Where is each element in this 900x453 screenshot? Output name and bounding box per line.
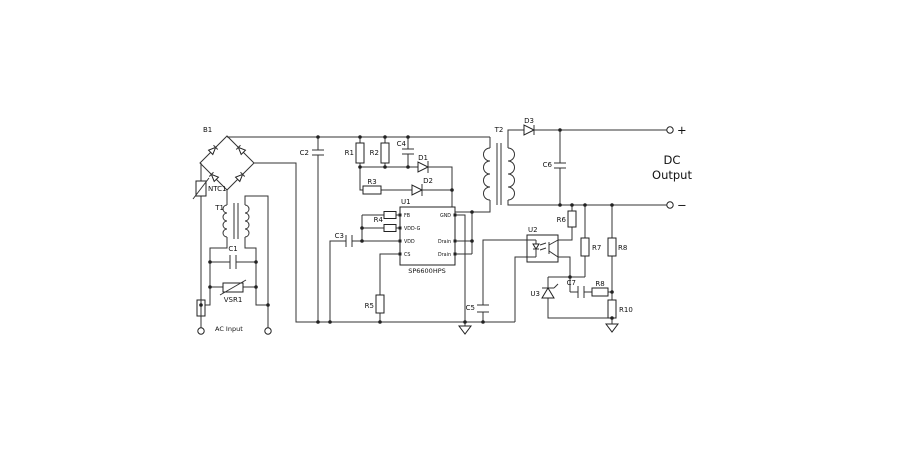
capacitor-c2 — [312, 149, 324, 156]
label-c3: C3 — [335, 232, 344, 240]
bridge-diode-icon — [234, 171, 246, 183]
label-c4: C4 — [397, 140, 407, 148]
ground-symbol-secondary — [605, 323, 619, 333]
junction-dots — [199, 128, 614, 324]
label-output: Output — [652, 168, 692, 182]
label-t1: T1 — [214, 204, 224, 212]
capacitor-c5 — [477, 304, 489, 313]
resistor-r5 — [375, 294, 385, 314]
ic-pin-gnd: GND — [440, 213, 451, 219]
ac-terminal-neutral — [264, 327, 272, 335]
label-d1: D1 — [418, 154, 428, 162]
label-c6: C6 — [543, 161, 553, 169]
label-r6: R6 — [557, 216, 567, 224]
label-d2: D2 — [423, 177, 433, 185]
optocoupler-u2 — [526, 234, 559, 263]
resistor-r6 — [567, 210, 577, 228]
ntc-thermistor-symbol — [192, 177, 210, 200]
dc-output-negative-terminal — [666, 201, 674, 209]
ac-terminal-live — [197, 327, 205, 335]
ic-u1-body — [399, 206, 456, 266]
label-r4: R4 — [374, 216, 384, 224]
label-d3: D3 — [524, 117, 534, 125]
label-dc: DC — [664, 153, 681, 167]
resistor-r3 — [362, 185, 382, 195]
ic-pin-fb: FB — [404, 213, 410, 219]
ground-symbol-primary — [458, 325, 472, 335]
capacitor-c6 — [554, 162, 566, 169]
wire-primary-input — [200, 163, 269, 328]
label-c7: C7 — [567, 279, 576, 287]
ic-pin-drain2: Drain — [438, 252, 451, 258]
label-r5: R5 — [365, 302, 374, 310]
label-r8-vertical: R8 — [618, 244, 627, 252]
capacitor-c7 — [577, 286, 585, 298]
bridge-diode-icon — [235, 144, 247, 156]
label-t2: T2 — [494, 126, 504, 134]
label-u2: U2 — [528, 226, 538, 234]
bridge-diode-icon — [208, 171, 220, 183]
label-ac-input: AC Input — [215, 325, 243, 333]
resistor-r4b — [383, 224, 397, 232]
diode-d1 — [417, 161, 430, 173]
ic-pin-cs: CS — [404, 252, 410, 258]
resistor-r10 — [607, 299, 617, 319]
label-r10: R10 — [619, 306, 633, 314]
label-part-number: SP6600HPS — [408, 267, 446, 275]
label-b1: B1 — [203, 126, 212, 134]
label-u3: U3 — [530, 290, 540, 298]
label-minus: − — [677, 198, 687, 212]
label-r3: R3 — [367, 178, 376, 186]
capacitor-c3 — [345, 235, 353, 247]
label-r8-horizontal: R8 — [595, 280, 604, 288]
resistor-r4 — [383, 211, 397, 219]
resistor-r8-vertical — [607, 237, 617, 257]
resistor-r7 — [580, 237, 590, 257]
fuse-symbol — [196, 299, 206, 317]
bridge-rectifier-outline — [199, 135, 255, 191]
dc-output-positive-terminal — [666, 126, 674, 134]
diode-d2 — [411, 184, 424, 196]
label-u1: U1 — [401, 198, 411, 206]
ic-pin-vddg: VDD-G — [404, 226, 421, 232]
label-r7: R7 — [592, 244, 601, 252]
ic-pin-vdd: VDD — [404, 239, 415, 245]
label-c1: C1 — [228, 245, 237, 253]
transformer-t2 — [483, 143, 515, 205]
resistor-r1 — [355, 142, 365, 164]
resistor-r2 — [380, 142, 390, 164]
label-c2: C2 — [300, 149, 309, 157]
label-plus: + — [677, 123, 687, 137]
capacitor-c1 — [229, 255, 237, 269]
capacitor-c4 — [402, 148, 414, 155]
wire-secondary — [489, 129, 667, 324]
shunt-regulator-u3 — [541, 283, 559, 299]
label-ntc1: NTC1 — [208, 185, 226, 193]
label-r1: R1 — [345, 149, 354, 157]
ic-u1-pin-squares — [398, 213, 457, 256]
common-mode-choke-t1 — [222, 203, 250, 239]
ic-pin-drain1: Drain — [438, 239, 451, 245]
diode-d3 — [523, 124, 536, 136]
resistor-r8-horizontal — [591, 287, 609, 297]
label-r2: R2 — [370, 149, 379, 157]
label-c5: C5 — [466, 304, 475, 312]
label-vsr1: VSR1 — [224, 296, 243, 304]
bridge-diode-icon — [207, 144, 219, 156]
varistor-vsr1 — [219, 279, 247, 296]
